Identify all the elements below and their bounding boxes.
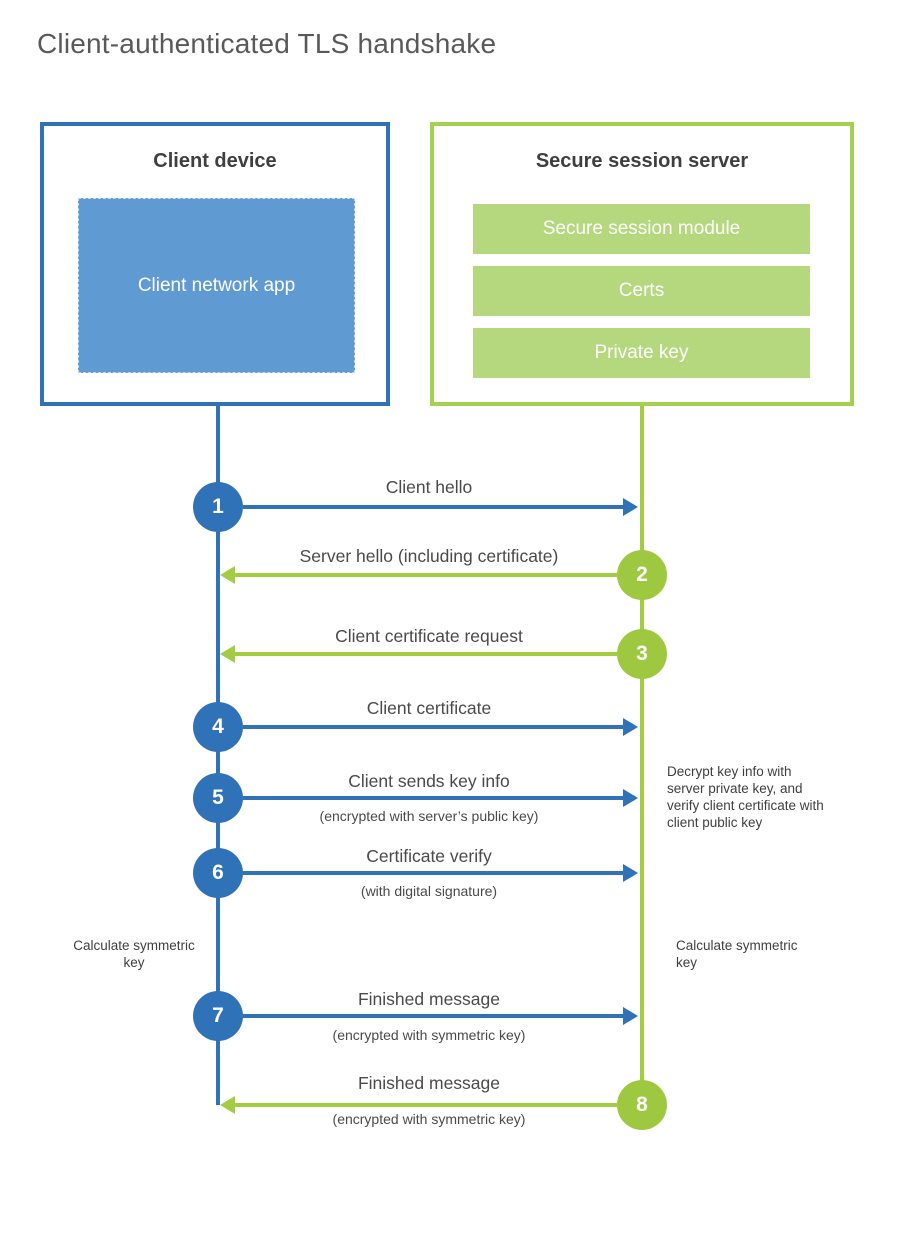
msg-finished-message-server: Finished message xyxy=(357,1073,501,1093)
note-calculate-symmetric-key-client: Calculate symmetric key xyxy=(73,938,195,970)
server-lifeline xyxy=(640,406,644,1105)
step-circle-6: 6 xyxy=(193,848,243,898)
step-circle-5: 5 xyxy=(193,773,243,823)
step-circle-2: 2 xyxy=(617,550,667,600)
msg-client-sends-key-info: Client sends key info xyxy=(348,771,510,791)
step-circle-7: 7 xyxy=(193,991,243,1041)
arrow-finished-message-client xyxy=(243,1007,638,1025)
msg-server-hello: Server hello (including certificate) xyxy=(299,546,559,566)
arrow-client-sends-key-info xyxy=(243,789,638,807)
arrowhead-right-icon xyxy=(623,718,638,736)
arrowhead-right-icon xyxy=(623,498,638,516)
arrowhead-left-icon xyxy=(220,566,235,584)
arrowhead-right-icon xyxy=(623,864,638,882)
arrowhead-right-icon xyxy=(623,1007,638,1025)
msg-certificate-verify: Certificate verify xyxy=(366,846,492,866)
arrow-client-certificate xyxy=(243,718,638,736)
arrowhead-right-icon xyxy=(623,789,638,807)
step-circle-8: 8 xyxy=(617,1080,667,1130)
msg-client-hello: Client hello xyxy=(385,477,473,497)
secure-session-server-title: Secure session server xyxy=(535,150,749,172)
arrow-finished-message-server xyxy=(220,1096,617,1114)
step-number: 8 xyxy=(636,1093,648,1116)
note-decrypt-key-info: Decrypt key info with server private key… xyxy=(667,764,824,830)
client-network-app-box: Client network app xyxy=(78,198,355,373)
arrow-client-hello xyxy=(243,498,638,516)
arrow-client-certificate-request xyxy=(220,645,617,663)
client-device-title: Client device xyxy=(153,150,277,172)
step-circle-3: 3 xyxy=(617,629,667,679)
step-number: 3 xyxy=(636,642,648,665)
msg-client-certificate: Client certificate xyxy=(366,698,492,718)
msg-finished-message-client: Finished message xyxy=(357,989,501,1009)
arrow-server-hello xyxy=(220,566,617,584)
step-number: 7 xyxy=(212,1004,224,1027)
client-device-box: Client device Client network app xyxy=(40,122,390,406)
msg-sub-symmetric-key-client: (encrypted with symmetric key) xyxy=(332,1027,526,1043)
step-circle-1: 1 xyxy=(193,482,243,532)
msg-sub-symmetric-key-server: (encrypted with symmetric key) xyxy=(332,1111,526,1127)
server-module-secure-session: Secure session module xyxy=(473,204,810,254)
msg-client-certificate-request: Client certificate request xyxy=(335,626,523,646)
step-number: 2 xyxy=(636,563,648,586)
msg-sub-digital-signature: (with digital signature) xyxy=(360,883,498,899)
step-number: 4 xyxy=(212,715,224,738)
step-number: 6 xyxy=(212,861,224,884)
page-title: Client-authenticated TLS handshake xyxy=(37,28,497,59)
arrow-certificate-verify xyxy=(243,864,638,882)
note-calculate-symmetric-key-server: Calculate symmetric key xyxy=(676,938,798,970)
step-number: 5 xyxy=(212,786,224,809)
step-number: 1 xyxy=(212,495,224,518)
msg-sub-encrypted-server-public-key: (encrypted with server’s public key) xyxy=(319,808,539,824)
arrowhead-left-icon xyxy=(220,1096,235,1114)
server-module-certs: Certs xyxy=(473,266,810,316)
secure-session-server-box: Secure session server Secure session mod… xyxy=(430,122,854,406)
step-circle-4: 4 xyxy=(193,702,243,752)
client-lifeline xyxy=(216,406,220,1105)
server-module-private-key: Private key xyxy=(473,328,810,378)
arrowhead-left-icon xyxy=(220,645,235,663)
